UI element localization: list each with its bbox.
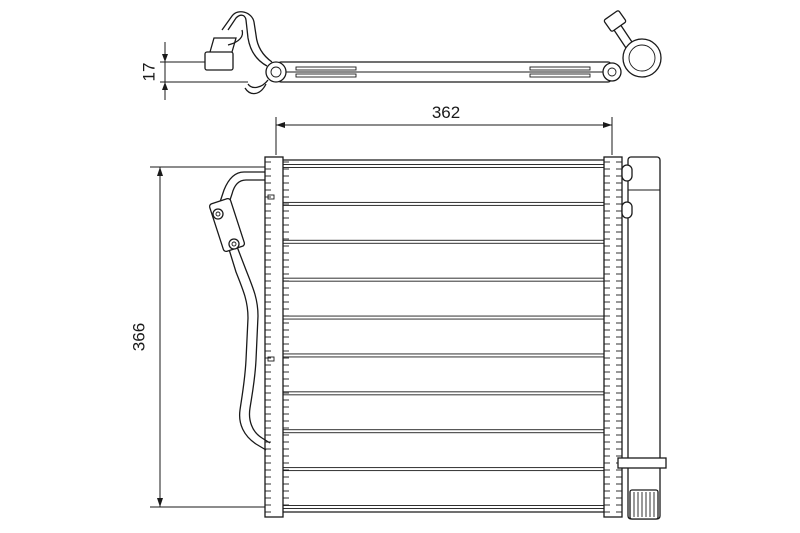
top-view-left-hook: [247, 79, 269, 89]
dimension-width-label: 362: [432, 103, 460, 122]
top-view-slot-right: [529, 66, 591, 71]
flange-bolt-lower: [228, 238, 240, 250]
condenser-tube: [282, 277, 605, 282]
width-dimension: 362: [275, 103, 613, 155]
top-view-left-bracket: [204, 51, 234, 71]
top-view: 17: [139, 10, 662, 100]
top-view-left-pipe: [227, 14, 268, 67]
condenser-tube: [282, 164, 605, 168]
condenser-tube: [282, 467, 605, 472]
top-view-right-pipe: [613, 23, 633, 49]
condenser-tube: [282, 315, 605, 320]
left-pipe-flange: [208, 197, 246, 253]
condenser-tube: [282, 239, 605, 244]
height-dimension: 366: [129, 166, 270, 508]
dimension-thickness-label: 17: [139, 63, 158, 82]
front-view: [208, 156, 667, 520]
top-view-right-fitting: [602, 62, 622, 82]
condenser-tube: [282, 429, 605, 434]
receiver-drier-cap: [629, 489, 659, 520]
header-tick-marks: [265, 161, 622, 513]
left-connection-pipe: [219, 171, 265, 203]
receiver-drier-top-fitting-2: [621, 201, 633, 219]
receiver-drier-clamp: [617, 457, 667, 469]
flange-bolt-upper: [212, 208, 224, 220]
top-view-right-valve: [603, 10, 627, 32]
condenser-tube: [282, 201, 605, 206]
top-view-slot-left: [295, 66, 357, 71]
receiver-drier-top-fitting-1: [621, 164, 633, 182]
condenser-tube: [282, 353, 605, 358]
dimension-height-label: 366: [129, 323, 148, 351]
condenser-tube: [282, 505, 605, 509]
condenser-tube: [282, 391, 605, 396]
condenser-tubes: [282, 164, 605, 509]
top-view-left-fitting: [265, 61, 287, 83]
